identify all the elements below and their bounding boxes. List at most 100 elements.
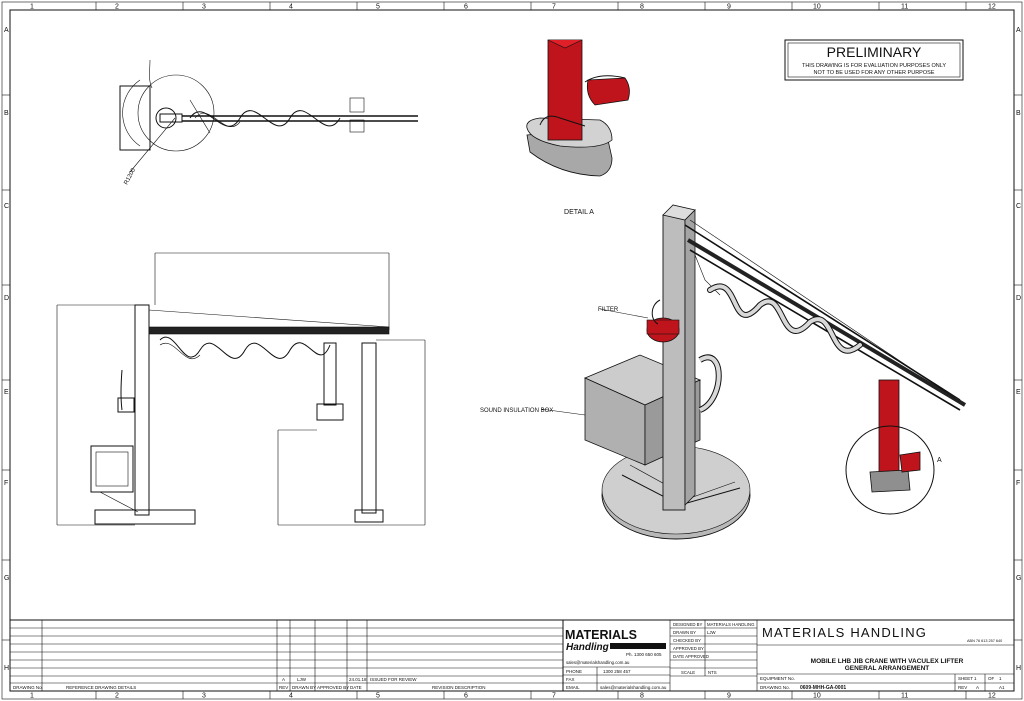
col-label: 9 xyxy=(727,693,731,700)
row-label: B xyxy=(4,110,9,117)
rev-value-tb: A xyxy=(976,685,979,690)
row-label: H xyxy=(4,665,9,672)
drawing-no-value: 0609-MHH-GA-0001 xyxy=(800,685,846,691)
rev-header-drawn: DRAWN BY xyxy=(292,685,316,690)
row-label: C xyxy=(1016,203,1021,210)
col-label: 1 xyxy=(30,4,34,11)
col-label: 8 xyxy=(640,693,644,700)
detail-ref-label: A xyxy=(937,457,942,464)
logo-phone: Ph. 1300 650 605 xyxy=(626,652,662,657)
radius-label: R1200 xyxy=(123,167,137,186)
rev-header-rev: REV xyxy=(279,685,288,690)
sound-box-label: SOUND INSULATION BOX xyxy=(480,408,553,414)
phone-value: 1300 258 457 xyxy=(603,669,631,674)
rev-header-date: DATE xyxy=(350,685,362,690)
company-name: MATERIALS HANDLING xyxy=(762,625,927,640)
filter-label: FILTER xyxy=(598,307,619,313)
title-line-1: MOBILE LHB JIB CRANE WITH VACULEX LIFTER xyxy=(811,658,964,665)
date-approved-label: DATE APPROVED xyxy=(673,654,709,659)
revision-table: DRAWING No. REFERENCE DRAWING DETAILS RE… xyxy=(9,619,564,692)
col-label: 1 xyxy=(30,693,34,700)
row-label: F xyxy=(4,480,8,487)
detail-a-view: DETAIL A xyxy=(526,39,630,216)
col-label: 11 xyxy=(901,4,908,11)
row-label: E xyxy=(1016,389,1021,396)
rev-header-drawing-no: DRAWING No. xyxy=(13,685,43,690)
row-label: G xyxy=(1016,575,1021,582)
logo-line-2: Handling xyxy=(566,642,609,653)
col-label: 12 xyxy=(988,4,996,11)
col-label: 9 xyxy=(727,4,731,11)
row-label: H xyxy=(1016,665,1021,672)
col-label: 6 xyxy=(464,4,468,11)
approved-by-label: APPROVED BY xyxy=(673,646,704,651)
row-label: D xyxy=(1016,295,1021,302)
row-label: A xyxy=(4,27,9,34)
row-label: D xyxy=(4,295,9,302)
scale-label: SCALE xyxy=(681,670,695,675)
stamp-title: PRELIMINARY xyxy=(827,44,922,60)
sheet-label: SHEET xyxy=(958,676,973,681)
plan-view: R1200 xyxy=(119,59,418,186)
logo-web: sales@materialshandling.com.au xyxy=(566,660,630,665)
sheet-value: 1 xyxy=(974,676,977,681)
stamp-line-1: THIS DRAWING IS FOR EVALUATION PURPOSES … xyxy=(802,63,946,69)
row-label: C xyxy=(4,203,9,210)
of-value: 1 xyxy=(999,676,1002,681)
rev-label: REV xyxy=(958,685,967,690)
col-label: 7 xyxy=(552,693,556,700)
col-label: 8 xyxy=(640,4,644,11)
col-label: 4 xyxy=(289,693,293,700)
rev-desc-value: ISSUED FOR REVIEW xyxy=(370,677,417,682)
stamp-line-2: NOT TO BE USED FOR ANY OTHER PURPOSE xyxy=(814,70,935,76)
col-label: 3 xyxy=(202,4,206,11)
title-block: MATERIALS Handling Ph. 1300 650 605 sale… xyxy=(562,619,1015,692)
rev-header-desc: REVISION DESCRIPTION xyxy=(432,685,486,690)
title-line-2: GENERAL ARRANGEMENT xyxy=(845,665,930,672)
scale-value: NTS xyxy=(708,670,717,675)
logo-line-1: MATERIALS xyxy=(565,628,637,642)
isometric-view: A FILTER SOUND INSULATION BOX xyxy=(480,204,967,540)
col-label: 12 xyxy=(988,693,996,700)
rev-header-approved: APPROVED BY xyxy=(317,685,349,690)
row-label: B xyxy=(1016,110,1021,117)
designed-by-label: DESIGNED BY xyxy=(673,622,703,627)
col-label: 10 xyxy=(813,693,821,700)
col-label: 10 xyxy=(813,4,821,11)
col-label: 5 xyxy=(376,4,380,11)
drawing-no-label: DRAWING No. xyxy=(760,685,790,690)
fax-label: FAX xyxy=(566,677,575,682)
rev-date-value: 24.01.18 xyxy=(349,677,367,682)
designed-by-value: MATERIALS HANDLING xyxy=(707,622,755,627)
col-label: 3 xyxy=(202,693,206,700)
drawn-by-value: LJW xyxy=(707,630,717,635)
checked-by-label: CHECKED BY xyxy=(673,638,701,643)
inner-frame xyxy=(9,9,1015,692)
col-label: 4 xyxy=(289,4,293,11)
col-label: 11 xyxy=(901,693,908,700)
rev-header-ref: REFERENCE DRAWING DETAILS xyxy=(66,685,136,690)
row-label: F xyxy=(1016,480,1020,487)
email-label: EMAIL xyxy=(566,685,580,690)
logo-bar xyxy=(610,643,666,649)
preliminary-stamp: PRELIMINARY THIS DRAWING IS FOR EVALUATI… xyxy=(784,39,964,81)
col-label: 5 xyxy=(376,693,380,700)
row-label: A xyxy=(1016,27,1021,34)
row-label: G xyxy=(4,575,9,582)
row-markers: A B C D E F G H A B C D E F G H xyxy=(2,27,1022,672)
drawn-by-label: DRAWN BY xyxy=(673,630,696,635)
side-elevation xyxy=(56,252,426,526)
equipment-no-label: EQUIPMENT No. xyxy=(760,676,795,681)
abn: ABN 76 613 257 640 xyxy=(967,639,1002,643)
detail-a-label: DETAIL A xyxy=(564,209,594,216)
rev-value: A xyxy=(282,677,285,682)
sheet-size: A1 xyxy=(999,685,1005,690)
col-label: 6 xyxy=(464,693,468,700)
of-label: OF xyxy=(988,676,995,681)
col-label: 7 xyxy=(552,4,556,11)
column-markers: 1 2 3 4 5 6 7 8 9 10 11 12 1 2 3 4 5 6 7… xyxy=(30,2,996,700)
col-label: 2 xyxy=(115,693,119,700)
row-label: E xyxy=(4,389,9,396)
